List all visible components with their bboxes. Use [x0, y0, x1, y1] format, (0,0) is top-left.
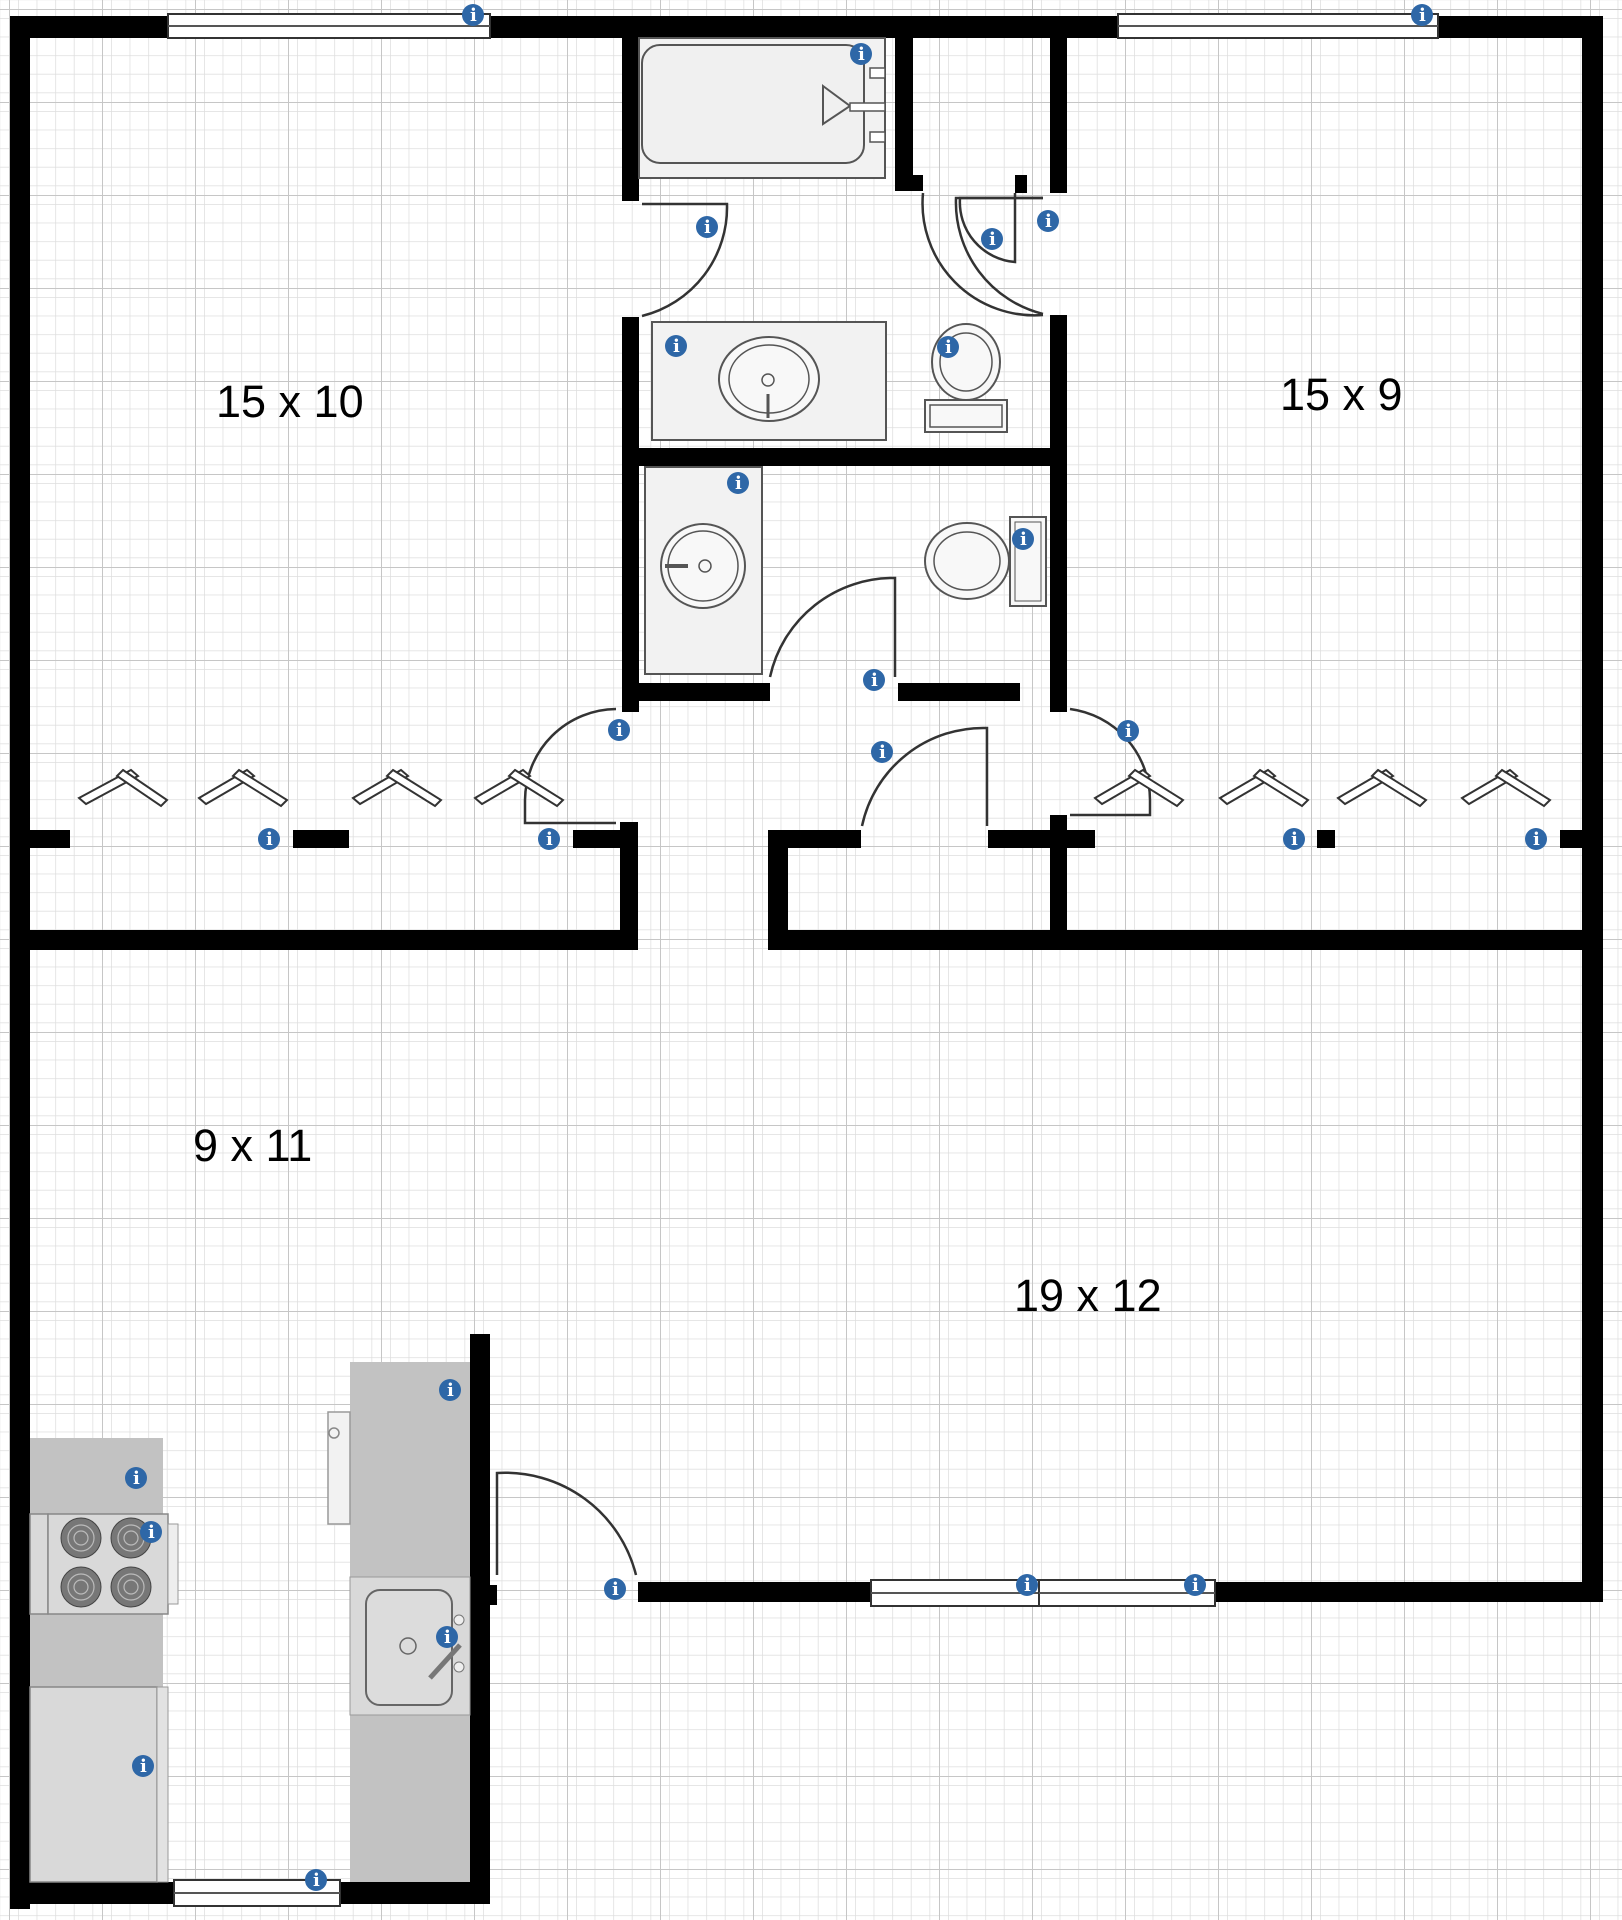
info-icon: i	[696, 216, 718, 238]
info-icon: i	[1184, 1574, 1206, 1596]
room-label-kitchen: 9 x 11	[193, 1120, 313, 1171]
info-icon: i	[727, 472, 749, 494]
info-icon: i	[258, 828, 280, 850]
info-icon: i	[1016, 1574, 1038, 1596]
info-icon: i	[604, 1578, 626, 1600]
window-kitchen	[173, 1879, 341, 1907]
svg-text:i: i	[1024, 1575, 1031, 1596]
kitchen-right-counter	[350, 1362, 470, 1882]
svg-text:i: i	[1020, 529, 1027, 550]
info-icon: i	[538, 828, 560, 850]
svg-text:i: i	[616, 720, 623, 741]
door-front-entry[interactable]	[495, 1471, 638, 1576]
svg-text:i: i	[133, 1468, 140, 1489]
svg-text:i: i	[313, 1870, 320, 1891]
room-label-living-room: 19 x 12	[1014, 1270, 1162, 1321]
door-half-bath[interactable]	[768, 576, 897, 678]
door-bathroom-left[interactable]	[641, 202, 729, 318]
info-icon: i	[140, 1521, 162, 1543]
door-hall-closet[interactable]	[860, 726, 989, 827]
svg-text:i: i	[858, 44, 865, 65]
info-icon: i	[1012, 528, 1034, 550]
half-bath-sink-vanity	[644, 466, 763, 675]
info-icon: i	[665, 335, 687, 357]
bifold-doors-bedroom-2[interactable]	[1093, 768, 1552, 808]
info-icon: i	[608, 719, 630, 741]
window-bedroom-1	[167, 13, 491, 39]
door-bedroom-2[interactable]	[1069, 707, 1152, 817]
info-icon: i	[439, 1379, 461, 1401]
svg-text:i: i	[148, 1522, 155, 1543]
kitchen-left-counter	[30, 1438, 163, 1687]
svg-text:i: i	[470, 5, 477, 26]
info-icon: i	[305, 1869, 327, 1891]
svg-text:i: i	[735, 473, 742, 494]
svg-text:i: i	[989, 229, 996, 250]
info-icon: i	[863, 669, 885, 691]
svg-text:i: i	[1419, 5, 1426, 26]
exterior-walls	[10, 16, 1603, 1909]
bathtub	[638, 37, 886, 179]
svg-text:i: i	[546, 829, 553, 850]
info-icon: i	[462, 4, 484, 26]
svg-text:i: i	[140, 1756, 147, 1777]
svg-text:i: i	[704, 217, 711, 238]
door-bathroom-right[interactable]	[921, 192, 1044, 317]
window-living-left	[870, 1579, 1040, 1607]
info-icon: i	[1411, 4, 1433, 26]
info-icon: i	[937, 336, 959, 358]
interior-walls	[10, 16, 1603, 950]
svg-text:i: i	[1291, 829, 1298, 850]
dishwasher	[327, 1411, 351, 1525]
info-icon: i	[981, 228, 1003, 250]
svg-text:i: i	[1192, 1575, 1199, 1596]
room-label-bedroom-1: 15 x 10	[216, 376, 364, 427]
svg-text:i: i	[1125, 721, 1132, 742]
info-icon: i	[436, 1626, 458, 1648]
svg-text:i: i	[945, 337, 952, 358]
window-bedroom-2	[1117, 13, 1439, 39]
bifold-doors-bedroom-1[interactable]	[77, 768, 565, 808]
info-icon: i	[132, 1755, 154, 1777]
info-icon: i	[1283, 828, 1305, 850]
svg-text:i: i	[266, 829, 273, 850]
svg-text:i: i	[1045, 211, 1052, 232]
info-markers[interactable]: i i i i i i i i i i i i i i i i i i i i …	[125, 4, 1547, 1891]
info-icon: i	[1037, 210, 1059, 232]
door-bedroom-1[interactable]	[523, 707, 617, 825]
svg-text:i: i	[444, 1627, 451, 1648]
bathroom-sink-vanity	[651, 321, 887, 441]
room-label-bedroom-2: 15 x 9	[1280, 369, 1403, 420]
svg-text:i: i	[1533, 829, 1540, 850]
svg-text:i: i	[871, 670, 878, 691]
svg-text:i: i	[447, 1380, 454, 1401]
bathroom-toilet	[924, 323, 1008, 433]
svg-text:i: i	[612, 1579, 619, 1600]
refrigerator	[29, 1686, 169, 1883]
info-icon: i	[850, 43, 872, 65]
info-icon: i	[125, 1467, 147, 1489]
info-icon: i	[1525, 828, 1547, 850]
svg-text:i: i	[673, 336, 680, 357]
svg-text:i: i	[879, 742, 886, 763]
info-icon: i	[1117, 720, 1139, 742]
info-icon: i	[871, 741, 893, 763]
